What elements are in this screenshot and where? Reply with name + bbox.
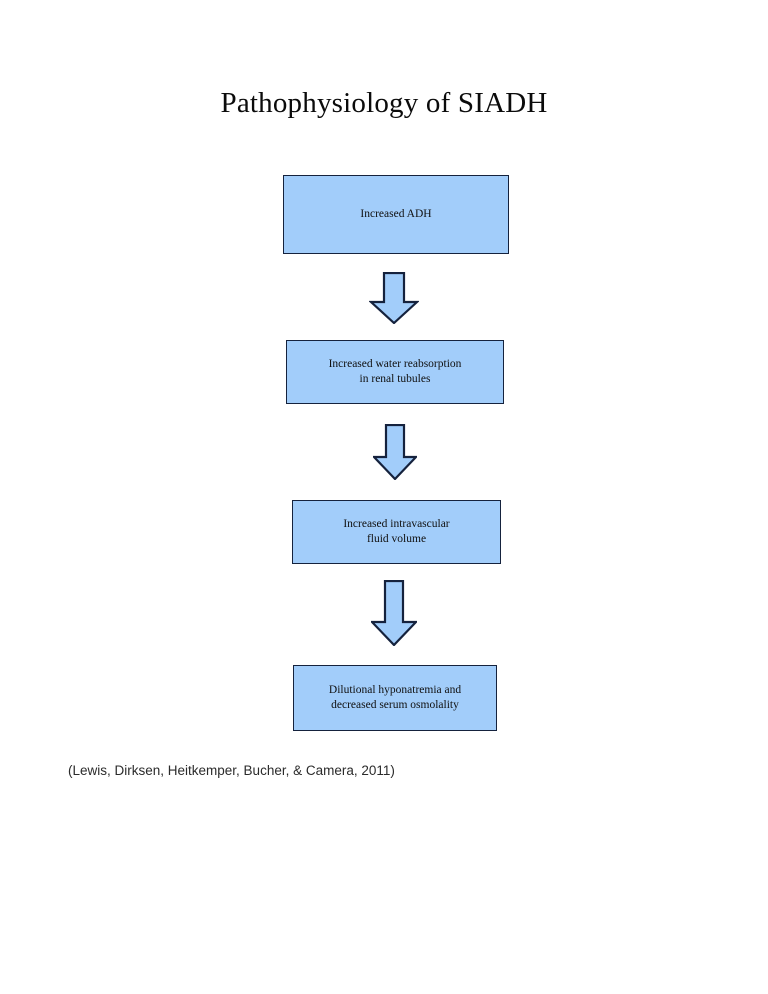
citation-text: (Lewis, Dirksen, Heitkemper, Bucher, & C… xyxy=(68,763,395,778)
flow-node-label: Increased water reabsorption in renal tu… xyxy=(328,357,462,386)
down-arrow-icon xyxy=(373,424,417,480)
flow-node-dilutional-hyponatremia: Dilutional hyponatremia and decreased se… xyxy=(293,665,497,731)
down-arrow-icon xyxy=(369,272,419,324)
flow-node-label: Dilutional hyponatremia and decreased se… xyxy=(328,683,462,712)
flow-node-label: Increased ADH xyxy=(360,207,432,220)
flow-node-label: Increased intravascular fluid volume xyxy=(343,517,450,546)
down-arrow-icon xyxy=(371,580,417,646)
flow-node-increased-adh: Increased ADH xyxy=(283,175,509,254)
flow-node-increased-water-reabsorption: Increased water reabsorption in renal tu… xyxy=(286,340,504,404)
flow-node-increased-intravascular-fluid-volume: Increased intravascular fluid volume xyxy=(292,500,501,564)
page-title: Pathophysiology of SIADH xyxy=(220,87,548,119)
